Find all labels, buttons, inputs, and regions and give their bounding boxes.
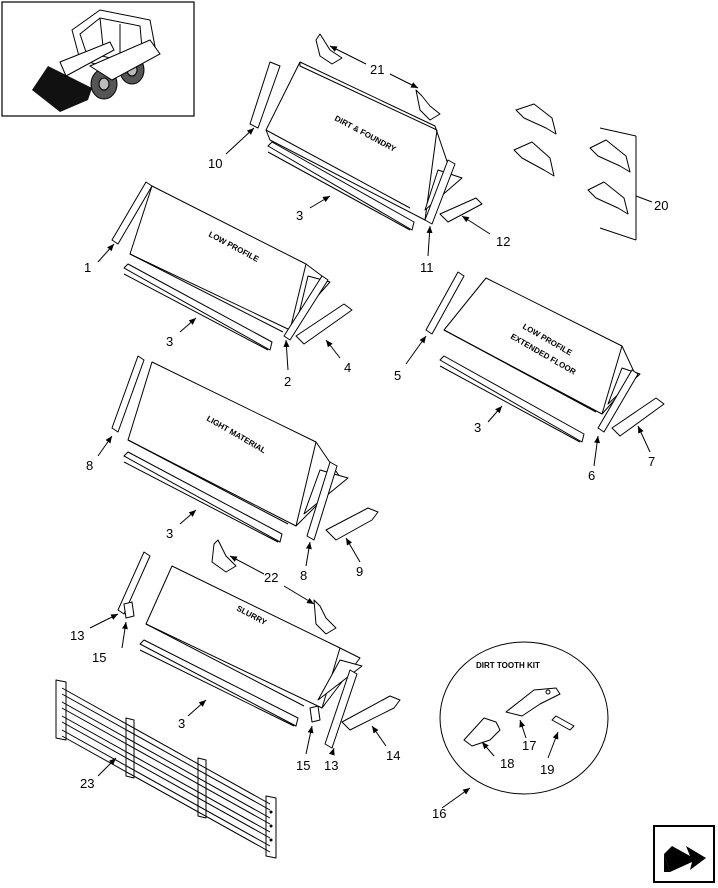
callout-22: 22 xyxy=(264,570,278,585)
callout-20: 20 xyxy=(654,198,668,213)
callout-2: 2 xyxy=(284,374,291,389)
callout-6: 6 xyxy=(588,468,595,483)
callout-4: 4 xyxy=(344,360,351,375)
callout-3: 3 xyxy=(474,420,481,435)
callout-14: 14 xyxy=(386,748,400,763)
next-page-arrow-icon[interactable] xyxy=(653,825,715,883)
callout-8: 8 xyxy=(86,458,93,473)
callout-3: 3 xyxy=(166,526,173,541)
callout-11: 11 xyxy=(420,260,434,275)
callout-5: 5 xyxy=(394,368,401,383)
bucket-light-material: LIGHT MATERIAL xyxy=(111,355,379,543)
callout-3: 3 xyxy=(296,208,303,223)
callout-8: 8 xyxy=(300,568,307,583)
callout-3: 3 xyxy=(178,716,185,731)
callouts: 21 10 3 11 12 20 1 3 2 4 5 3 6 7 8 3 8 9… xyxy=(70,62,668,821)
callout-13: 13 xyxy=(70,628,84,643)
dirt-tooth-kit: DIRT TOOTH KIT xyxy=(439,641,609,795)
grapple-frame xyxy=(55,679,277,859)
callout-16: 16 xyxy=(432,806,446,821)
callout-18: 18 xyxy=(500,756,514,771)
callout-9: 9 xyxy=(356,564,363,579)
bucket-low-profile-extended-floor: LOW PROFILE EXTENDED FLOOR xyxy=(425,271,665,443)
wear-plates-group xyxy=(513,103,653,241)
callout-19: 19 xyxy=(540,762,554,777)
callout-10: 10 xyxy=(208,156,222,171)
callout-3: 3 xyxy=(166,334,173,349)
callout-15: 15 xyxy=(296,758,310,773)
kit-title: DIRT TOOTH KIT xyxy=(476,661,540,670)
callout-23: 23 xyxy=(80,776,94,791)
callout-1: 1 xyxy=(84,260,91,275)
callout-13: 13 xyxy=(324,758,338,773)
callout-7: 7 xyxy=(648,454,655,469)
skid-steer-loader-icon xyxy=(1,1,195,117)
callout-21: 21 xyxy=(370,62,384,77)
bucket-dirt-foundry: DIRT & FOUNDRY xyxy=(249,33,483,231)
callout-17: 17 xyxy=(522,738,536,753)
callout-15: 15 xyxy=(92,650,106,665)
bucket-slurry: SLURRY xyxy=(117,539,401,749)
callout-12: 12 xyxy=(496,234,510,249)
bucket-low-profile: LOW PROFILE xyxy=(111,181,353,351)
leader-lines xyxy=(89,45,651,809)
